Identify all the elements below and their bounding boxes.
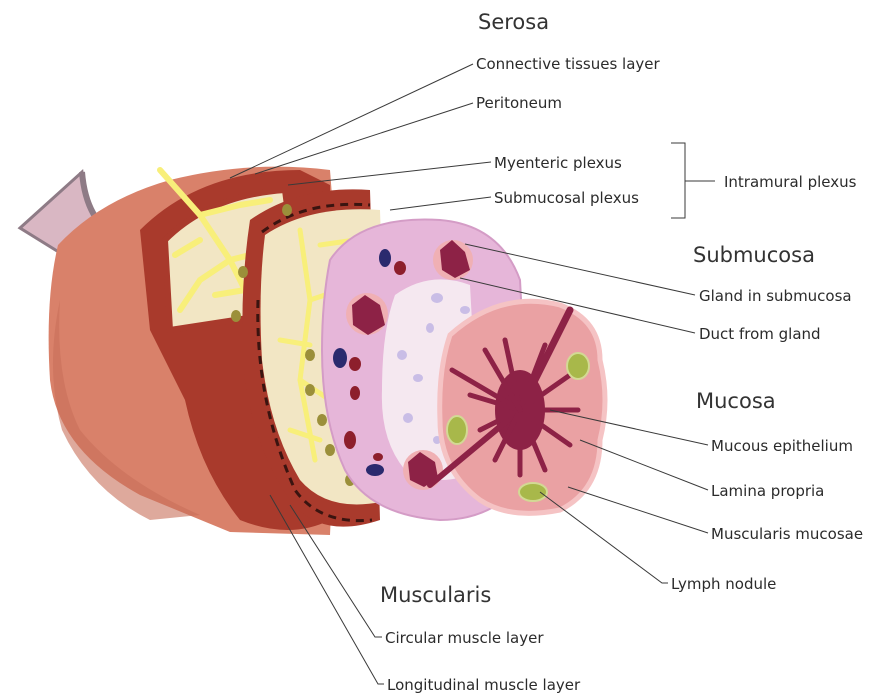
label-peritoneum: Peritoneum	[476, 94, 562, 112]
tract-illustration	[20, 167, 605, 535]
label-duct-from-gland: Duct from gland	[699, 325, 821, 343]
label-mucous-epithelium: Mucous epithelium	[711, 437, 853, 455]
heading-mucosa: Mucosa	[696, 389, 776, 413]
label-circular-muscle-layer: Circular muscle layer	[385, 629, 544, 647]
heading-serosa: Serosa	[478, 10, 549, 34]
heading-muscularis: Muscularis	[380, 583, 491, 607]
label-myenteric-plexus: Myenteric plexus	[494, 154, 622, 172]
label-longitudinal-muscle-layer: Longitudinal muscle layer	[387, 676, 581, 694]
label-connective-tissues-layer: Connective tissues layer	[476, 55, 661, 73]
label-submucosal-plexus: Submucosal plexus	[494, 189, 639, 207]
label-gland-in-submucosa: Gland in submucosa	[699, 287, 852, 305]
label-muscularis-mucosae: Muscularis mucosae	[711, 525, 863, 543]
heading-submucosa: Submucosa	[693, 243, 815, 267]
label-lamina-propria: Lamina propria	[711, 482, 824, 500]
label-lymph-nodule: Lymph nodule	[671, 575, 776, 593]
label-intramural-plexus: Intramural plexus	[724, 173, 857, 191]
